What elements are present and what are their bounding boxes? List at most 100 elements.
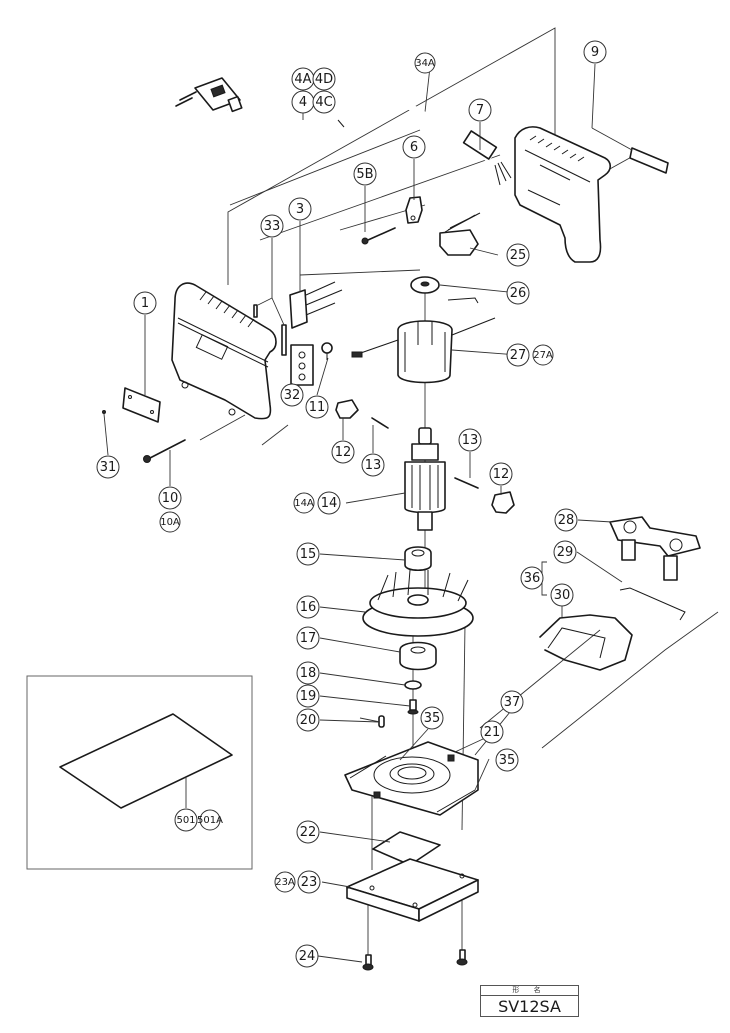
- switch-part: [439, 212, 481, 256]
- balloon-label: 501: [176, 815, 195, 826]
- balloon-501a: 501A: [197, 809, 223, 831]
- balloon-label: 18: [300, 666, 317, 681]
- balloon-circle: [317, 491, 341, 515]
- balloon-label: 34A: [415, 58, 435, 69]
- micro-switch-part: [289, 281, 343, 329]
- balloon-21: 21: [480, 720, 504, 744]
- balloon-circle: [500, 690, 524, 714]
- balloon-circle: [532, 344, 554, 366]
- balloon-label: 3: [296, 202, 304, 217]
- balloon-label: 35: [499, 753, 516, 768]
- balloon-label: 15: [300, 547, 317, 562]
- balloon-circle: [506, 343, 530, 367]
- balloon-circle: [331, 440, 355, 464]
- balloon-circle: [296, 684, 320, 708]
- balloon-circle: [414, 52, 436, 74]
- carbon-brush-right-part: [454, 477, 479, 489]
- balloon-35: 35: [495, 748, 519, 772]
- balloon-20: 20: [296, 708, 320, 732]
- balloon-label: 36: [524, 571, 541, 586]
- balloon-15: 15: [296, 542, 320, 566]
- pad-screw-left-part: [362, 954, 374, 971]
- balloon-28: 28: [554, 508, 578, 532]
- balloon-label: 16: [300, 600, 317, 615]
- balloon-label: 4A: [294, 72, 311, 87]
- model-name-value: SV12SA: [498, 997, 561, 1016]
- roll-pin-part: [378, 715, 385, 728]
- balloon-circle: [96, 455, 120, 479]
- ball-bearing-mid-part: [404, 546, 432, 572]
- balloon-32: 32: [280, 383, 304, 407]
- model-name-box: 形 名 SV12SA: [480, 985, 579, 1017]
- carbon-brush-left-part: [371, 417, 389, 429]
- balloon-label: 10A: [160, 517, 180, 528]
- balloon-label: 23A: [275, 877, 295, 888]
- balloon-circle: [296, 542, 320, 566]
- balloon-9: 9: [583, 40, 607, 64]
- balloon-circle: [274, 871, 296, 893]
- balloon-label: 13: [462, 433, 479, 448]
- balloon-23: 23: [297, 870, 321, 894]
- sanding-sheet-part: [372, 831, 441, 866]
- balloon-leaders: [103, 63, 633, 963]
- balloon-label: 6: [410, 140, 418, 155]
- balloon-circle: [506, 281, 530, 305]
- balloon-circle: [297, 870, 321, 894]
- model-name-label: 形 名: [481, 986, 578, 996]
- balloon-label: 14: [321, 496, 338, 511]
- balloon-circle: [174, 808, 198, 832]
- washer-part: [404, 680, 422, 690]
- balloon-circle: [480, 720, 504, 744]
- balloon-26: 26: [506, 281, 530, 305]
- balloon-label: 25: [510, 248, 527, 263]
- balloon-17: 17: [296, 626, 320, 650]
- balloon-31: 31: [96, 455, 120, 479]
- balloon-circle: [293, 492, 315, 514]
- balloon-label: 1: [141, 296, 149, 311]
- balloon-circle: [489, 462, 513, 486]
- balloon-4: 4: [291, 90, 315, 114]
- balloon-circle: [199, 809, 221, 831]
- balloon-label: 33: [264, 219, 281, 234]
- balloon-10: 10: [158, 486, 182, 510]
- balloon-12: 12: [489, 462, 513, 486]
- balloon-circle: [296, 595, 320, 619]
- balloon-18: 18: [296, 661, 320, 685]
- balloon-7: 7: [468, 98, 492, 122]
- balloon-34a: 34A: [414, 52, 436, 74]
- balloon-label: 35: [424, 711, 441, 726]
- balloon-23a: 23A: [274, 871, 296, 893]
- balloon-11: 11: [305, 395, 329, 419]
- balloon-circle: [312, 90, 336, 114]
- balloon-label: 30: [554, 588, 571, 603]
- balloon-10a: 10A: [159, 511, 181, 533]
- balloon-circle: [550, 583, 574, 607]
- balloon-label: 23: [301, 875, 318, 890]
- balloon-24: 24: [295, 944, 319, 968]
- tapping-screw-part: [361, 227, 396, 245]
- balloon-circle: [420, 706, 444, 730]
- balloon-label: 17: [300, 631, 317, 646]
- balloon-circle: [159, 511, 181, 533]
- balloon-14a: 14A: [293, 492, 315, 514]
- balloon-circle: [295, 944, 319, 968]
- balloon-label: 29: [557, 545, 574, 560]
- clamp-wire-part: [539, 614, 633, 671]
- balloon-12: 12: [331, 440, 355, 464]
- balloon-circle: [305, 395, 329, 419]
- brush-holder-left-part: [335, 399, 359, 419]
- balloon-label: 27A: [533, 350, 553, 361]
- balloon-13: 13: [361, 453, 385, 477]
- balloon-37: 37: [500, 690, 524, 714]
- balloon-4d: 4D: [312, 67, 336, 91]
- long-screw-part: [143, 439, 186, 463]
- balloon-circle: [583, 40, 607, 64]
- support-plate-part: [609, 516, 701, 621]
- terminal-block-part: [290, 344, 314, 386]
- balloon-label: 21: [484, 725, 501, 740]
- balloon-label: 13: [365, 458, 382, 473]
- base-part: [344, 741, 479, 816]
- fan-part: [362, 569, 474, 637]
